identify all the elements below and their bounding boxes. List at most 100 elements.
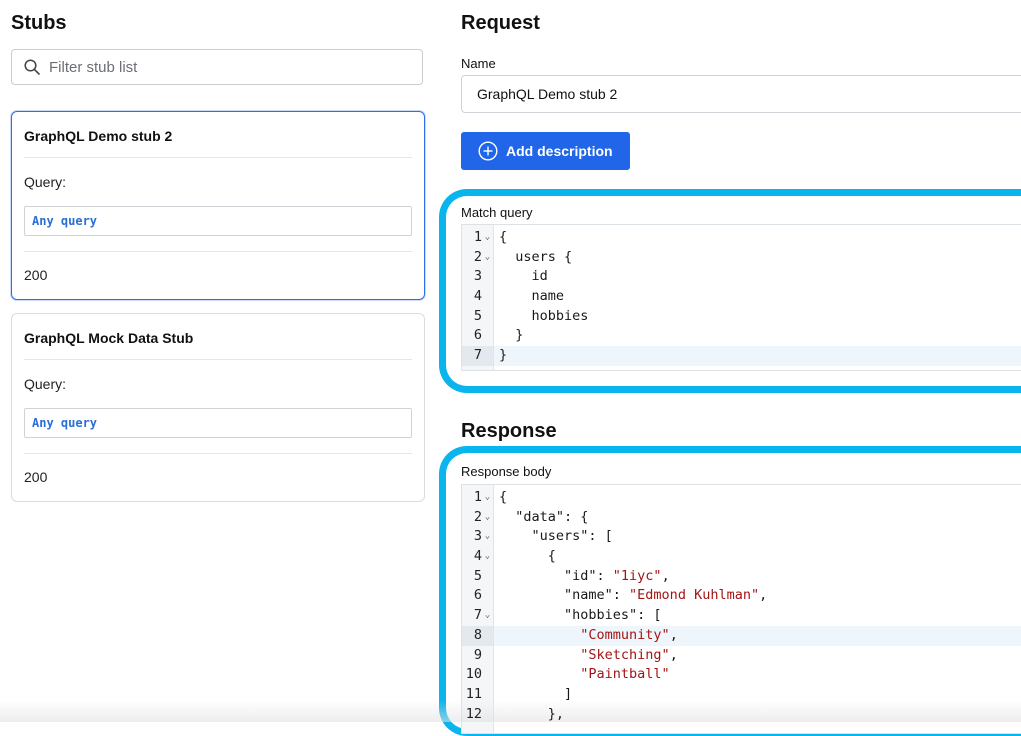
fold-spacer: [482, 685, 493, 705]
line-number: 5: [473, 567, 482, 584]
line-number: 8: [473, 626, 482, 643]
chevron-down-icon[interactable]: ⌄: [484, 610, 491, 621]
query-value: Any query: [24, 206, 412, 236]
code-text: {: [499, 229, 508, 245]
fold-spacer: [482, 665, 493, 685]
line-number: 6: [473, 327, 482, 344]
code-text: },: [499, 705, 565, 722]
code-text: hobbies: [499, 307, 589, 324]
code-text: "data": {: [499, 508, 589, 525]
query-label: Query:: [24, 376, 67, 392]
line-number: 9: [473, 646, 482, 663]
line-number: 11: [465, 685, 482, 702]
response-body-editor[interactable]: 1⌄{2⌄ "data": {3⌄ "users": [4⌄ {5 "id": …: [461, 484, 1021, 734]
code-text: "Sketching",: [580, 646, 678, 663]
filter-stub-search[interactable]: [11, 49, 423, 85]
code-text: users {: [499, 248, 573, 265]
line-number: 10: [465, 666, 482, 683]
stub-card[interactable]: GraphQL Mock Data Stub Query: Any query …: [11, 313, 425, 502]
code-text: {: [499, 489, 508, 505]
code-text: name: [499, 288, 565, 305]
fold-spacer: [482, 287, 493, 307]
string-literal: "Paintball": [580, 666, 670, 683]
line-number: 4: [473, 288, 482, 305]
string-literal: "1iyc": [612, 567, 662, 584]
match-query-highlight: [439, 189, 1021, 393]
fold-spacer: [482, 626, 493, 646]
chevron-down-icon[interactable]: ⌄: [484, 511, 491, 522]
code-line[interactable]: 8 "Community",: [462, 625, 1021, 646]
code-text: }: [499, 347, 508, 364]
fold-spacer: [482, 267, 493, 287]
fold-spacer: [482, 586, 493, 606]
line-number: 12: [465, 705, 482, 722]
code-text: "id": "1iyc",: [499, 567, 670, 584]
code-line[interactable]: 4 name: [462, 287, 1021, 307]
string-literal: "Sketching": [580, 646, 670, 663]
code-line[interactable]: 11 ]: [462, 685, 1021, 705]
code-text: }: [499, 327, 524, 344]
string-literal: "Edmond Kuhlman": [629, 587, 760, 604]
code-line[interactable]: 3⌄ "users": [: [462, 527, 1021, 547]
chevron-down-icon[interactable]: ⌄: [484, 492, 491, 502]
line-number: 4: [473, 548, 482, 565]
filter-stub-input[interactable]: [49, 58, 389, 76]
add-description-button[interactable]: Add description: [461, 132, 630, 170]
response-heading: Response: [461, 420, 557, 442]
code-line[interactable]: 12 },: [462, 705, 1021, 725]
code-line[interactable]: 2⌄ users {: [462, 248, 1021, 268]
chevron-down-icon[interactable]: ⌄: [484, 251, 491, 262]
code-text: {: [499, 548, 556, 565]
name-input[interactable]: [477, 86, 977, 102]
line-number: 3: [473, 528, 482, 545]
code-line[interactable]: 7}: [462, 346, 1021, 366]
fold-spacer: [482, 326, 493, 346]
query-value: Any query: [24, 408, 412, 438]
line-number: 3: [473, 268, 482, 285]
stub-card-title: GraphQL Demo stub 2: [24, 112, 412, 158]
line-number: 1: [473, 229, 482, 245]
line-number: 1: [473, 489, 482, 505]
line-number-gutter: [462, 225, 494, 370]
code-line[interactable]: 1⌄ {: [462, 228, 1021, 248]
query-label: Query:: [24, 174, 67, 190]
chevron-down-icon[interactable]: ⌄: [484, 232, 491, 242]
line-number: 6: [473, 587, 482, 604]
line-number: 5: [473, 307, 482, 324]
fold-spacer: [482, 307, 493, 327]
chevron-down-icon[interactable]: ⌄: [484, 531, 491, 542]
chevron-down-icon[interactable]: ⌄: [484, 551, 491, 562]
fold-spacer: [482, 705, 493, 725]
stub-card-title: GraphQL Mock Data Stub: [24, 314, 412, 360]
code-line[interactable]: 3 id: [462, 267, 1021, 287]
code-line[interactable]: 5 hobbies: [462, 307, 1021, 327]
code-text: "Paintball": [493, 665, 670, 685]
code-line[interactable]: 1⌄ {: [462, 488, 1021, 508]
code-line[interactable]: 6 }: [462, 326, 1021, 346]
code-line[interactable]: 4⌄ {: [462, 547, 1021, 567]
code-text: "users": [: [499, 528, 613, 545]
code-line[interactable]: 7⌄ "hobbies": [: [462, 606, 1021, 626]
add-description-label: Add description: [506, 143, 613, 159]
code-line[interactable]: 10 "Paintball": [462, 665, 1021, 685]
name-field[interactable]: [461, 75, 1021, 113]
stubs-heading: Stubs: [11, 12, 67, 34]
status-code: 200: [24, 453, 412, 502]
code-line[interactable]: 9 "Sketching",: [462, 646, 1021, 666]
match-query-label: Match query: [461, 205, 533, 220]
code-line[interactable]: 6 "name": "Edmond Kuhlman",: [462, 586, 1021, 606]
request-heading: Request: [461, 12, 540, 34]
line-number: 7: [473, 347, 482, 364]
fold-spacer: [482, 646, 493, 666]
line-number: 7: [473, 607, 482, 624]
code-text: "hobbies": [: [499, 607, 662, 624]
code-line[interactable]: 2⌄ "data": {: [462, 508, 1021, 528]
response-body-label: Response body: [461, 464, 552, 479]
code-text: ]: [499, 685, 573, 702]
search-icon: [24, 59, 40, 75]
code-line[interactable]: 5 "id": "1iyc",: [462, 567, 1021, 587]
name-label: Name: [461, 56, 496, 71]
line-number-gutter: [462, 485, 494, 733]
stub-card[interactable]: GraphQL Demo stub 2 Query: Any query 200: [11, 111, 425, 300]
